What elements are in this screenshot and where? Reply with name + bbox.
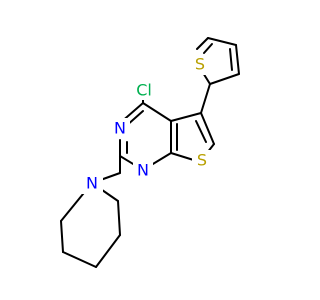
sulfur-label: S — [195, 55, 205, 74]
atom-pyrimidine-n-top: N — [110, 118, 130, 138]
chlorine-label: Cl — [136, 81, 152, 100]
atom-fused-thiophene-s: S — [192, 150, 212, 170]
sulfur-label: S — [197, 151, 207, 170]
piperidine-ring — [60, 182, 121, 268]
molecule-structure: Cl N N S S N — [60, 37, 240, 268]
nitrogen-label: N — [137, 161, 149, 180]
nitrogen-label: N — [114, 119, 126, 138]
atom-piperidine-n: N — [81, 172, 103, 194]
atom-chlorine: Cl — [132, 80, 156, 100]
nitrogen-label: N — [86, 174, 98, 193]
atom-thienyl-s: S — [190, 55, 210, 75]
atom-pyrimidine-n-bottom: N — [133, 160, 153, 180]
thienyl-ring — [196, 37, 240, 114]
